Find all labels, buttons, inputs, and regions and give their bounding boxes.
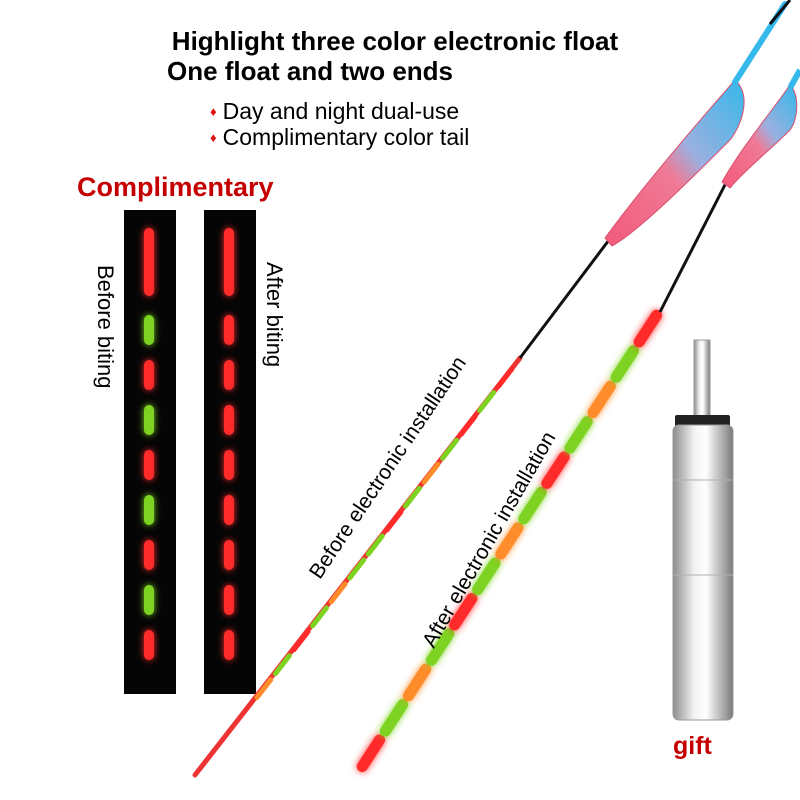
feature-item: ♦ Day and night dual-use [210,98,459,125]
gift-label: gift [673,732,712,760]
led-segment [224,360,234,390]
float-segment [541,451,570,489]
float-antenna [787,68,800,90]
float-segment [254,677,274,701]
float-segments [356,309,663,772]
float-segment [564,415,593,454]
float-segment [495,522,524,560]
strip-led-group [224,228,234,660]
led-segment [224,228,234,296]
float-top [768,0,792,25]
float-segment [495,366,515,390]
led-segment [144,228,154,296]
float-segments [254,366,515,701]
diamond-bullet-icon: ♦ [210,130,217,145]
float-segment [633,309,663,348]
float-before-installation [192,0,792,778]
float-segment [587,380,616,419]
float-after-installation [356,68,800,772]
float-segment [291,629,311,653]
float-segment [379,699,409,737]
float-stem [518,231,617,359]
float-segment [402,663,432,702]
float-segment [477,390,497,413]
float-body [721,84,798,189]
led-segment [144,405,154,435]
feature-item: ♦ Complimentary color tail [210,124,469,151]
float-segment [472,557,501,596]
float-segment [449,592,478,631]
main-title: Highlight three color electronic float [171,26,619,56]
feature-text: Complimentary color tail [222,124,470,150]
sub-title: One float and two ends [166,56,453,86]
float-segment [518,486,547,525]
led-segment [224,450,234,480]
led-segment [224,540,234,570]
float-stem [658,174,732,313]
float-segment [610,345,639,383]
float-segment [310,605,329,629]
diamond-bullet-icon: ♦ [210,104,217,119]
led-segment [224,630,234,660]
float-segment [421,461,441,485]
led-segment [224,405,234,435]
float-segment [458,413,478,437]
float-segment [347,557,367,581]
led-segment [144,360,154,390]
led-segment [144,630,154,660]
strip-led-group [144,228,154,660]
led-segment [144,315,154,345]
led-segment [144,450,154,480]
float-segment [328,581,348,605]
float-segment [402,485,422,509]
led-segment [224,315,234,345]
led-segment [144,585,154,615]
float-segment [356,734,386,772]
float-body [604,79,745,247]
float-segment [272,653,292,677]
float-segment [365,533,385,557]
complimentary-label: Complimentary [77,172,274,202]
led-segment [144,495,154,525]
float-segment [440,437,459,461]
led-segment [224,495,234,525]
float-segment [426,628,455,666]
feature-text: Day and night dual-use [222,98,460,124]
led-segment [224,585,234,615]
float-segment [384,509,404,533]
battery-icon [672,339,734,721]
led-segment [144,540,154,570]
